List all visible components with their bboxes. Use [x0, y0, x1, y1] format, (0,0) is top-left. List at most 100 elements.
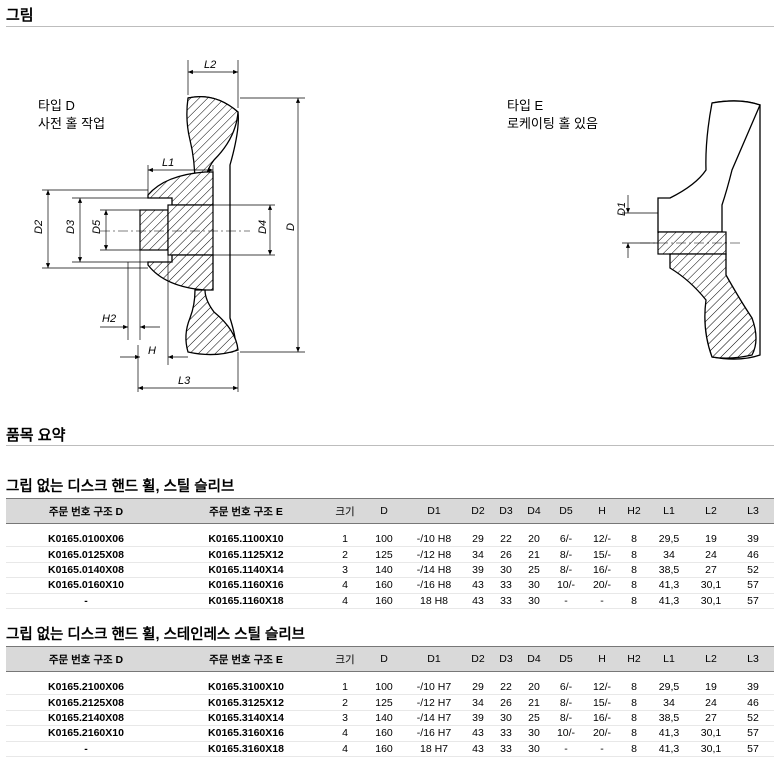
type-e-wheel: [640, 100, 761, 360]
order-number-cell: K0165.0160X10: [6, 577, 166, 594]
value-cell: -: [584, 593, 620, 609]
value-cell: 26: [492, 546, 520, 563]
value-cell: 1: [326, 532, 364, 548]
value-cell: 8/-: [548, 546, 584, 563]
dim-D4: D4: [257, 220, 269, 234]
dim-D5: D5: [91, 219, 103, 234]
value-cell: 140: [364, 562, 404, 579]
value-cell: 8: [620, 741, 648, 757]
value-cell: 2: [326, 694, 364, 711]
column-header: H2: [620, 646, 648, 672]
order-number-cell: K0165.1160X18: [166, 593, 326, 609]
order-number-cell: K0165.0140X08: [6, 562, 166, 579]
value-cell: 160: [364, 577, 404, 594]
value-cell: 41,3: [648, 593, 690, 609]
value-cell: 16/-: [584, 562, 620, 579]
value-cell: 43: [464, 593, 492, 609]
value-cell: 4: [326, 577, 364, 594]
type-e-dimensions: D1: [616, 195, 658, 258]
value-cell: 41,3: [648, 725, 690, 742]
value-cell: 30,1: [690, 593, 732, 609]
value-cell: 20/-: [584, 725, 620, 742]
value-cell: 16/-: [584, 710, 620, 727]
drawing-section-title: 그림: [6, 7, 34, 24]
type-e-label: 타입 E: [507, 98, 544, 113]
value-cell: 8/-: [548, 694, 584, 711]
order-number-cell: K0165.3100X10: [166, 680, 326, 696]
value-cell: 21: [520, 694, 548, 711]
value-cell: 8/-: [548, 710, 584, 727]
column-header: L1: [648, 646, 690, 672]
value-cell: 8/-: [548, 562, 584, 579]
technical-drawing: 타입 D 사전 홀 작업 L2 L1 D: [33, 59, 761, 392]
value-cell: 30,1: [690, 577, 732, 594]
drawing-section-rule: [6, 26, 774, 27]
column-header: L1: [648, 498, 690, 524]
type-d-wheel: [100, 95, 250, 356]
value-cell: 125: [364, 546, 404, 563]
order-number-cell: K0165.0100X06: [6, 532, 166, 548]
order-number-cell: K0165.1100X10: [166, 532, 326, 548]
table-2-title: 그립 없는 디스크 핸드 휠, 스테인레스 스틸 슬리브: [6, 627, 306, 643]
column-header: D2: [464, 646, 492, 672]
dim-L3: L3: [178, 375, 191, 387]
value-cell: 27: [690, 710, 732, 727]
order-number-cell: K0165.1160X16: [166, 577, 326, 594]
order-number-cell: K0165.3160X18: [166, 741, 326, 757]
column-header: 주문 번호 구조 D: [6, 646, 166, 672]
value-cell: 20/-: [584, 577, 620, 594]
value-cell: 8: [620, 694, 648, 711]
value-cell: 160: [364, 741, 404, 757]
value-cell: 25: [520, 710, 548, 727]
table-1-title: 그립 없는 디스크 핸드 휠, 스틸 슬리브: [6, 479, 235, 495]
value-cell: 29: [464, 532, 492, 548]
order-number-cell: K0165.3125X12: [166, 694, 326, 711]
value-cell: 8: [620, 680, 648, 696]
value-cell: 57: [732, 577, 774, 594]
value-cell: 1: [326, 680, 364, 696]
value-cell: 4: [326, 725, 364, 742]
value-cell: 57: [732, 741, 774, 757]
value-cell: 34: [648, 694, 690, 711]
value-cell: 22: [492, 680, 520, 696]
type-d-dimensions: L2 L1 D D4 D2 D3 D5 H2: [33, 59, 305, 392]
value-cell: 43: [464, 725, 492, 742]
value-cell: 3: [326, 562, 364, 579]
column-header: H: [584, 646, 620, 672]
value-cell: 4: [326, 741, 364, 757]
column-header: 크기: [326, 498, 364, 524]
value-cell: 29: [464, 680, 492, 696]
value-cell: 38,5: [648, 562, 690, 579]
order-number-cell: K0165.1140X14: [166, 562, 326, 579]
dim-H: H: [148, 345, 156, 357]
value-cell: 6/-: [548, 532, 584, 548]
value-cell: 12/-: [584, 680, 620, 696]
value-cell: 39: [732, 680, 774, 696]
value-cell: -/12 H7: [404, 694, 464, 711]
value-cell: 8: [620, 546, 648, 563]
value-cell: 100: [364, 532, 404, 548]
value-cell: 19: [690, 532, 732, 548]
value-cell: 41,3: [648, 741, 690, 757]
value-cell: 30,1: [690, 741, 732, 757]
value-cell: 15/-: [584, 694, 620, 711]
value-cell: 43: [464, 741, 492, 757]
column-header: D4: [520, 498, 548, 524]
column-header: L3: [732, 646, 774, 672]
column-header: 크기: [326, 646, 364, 672]
value-cell: -/16 H7: [404, 725, 464, 742]
value-cell: -/14 H7: [404, 710, 464, 727]
value-cell: 34: [464, 546, 492, 563]
value-cell: 160: [364, 593, 404, 609]
column-header: D5: [548, 646, 584, 672]
column-header: D3: [492, 498, 520, 524]
order-number-cell: K0165.3160X16: [166, 725, 326, 742]
value-cell: 34: [464, 694, 492, 711]
value-cell: 8: [620, 577, 648, 594]
value-cell: 8: [620, 710, 648, 727]
